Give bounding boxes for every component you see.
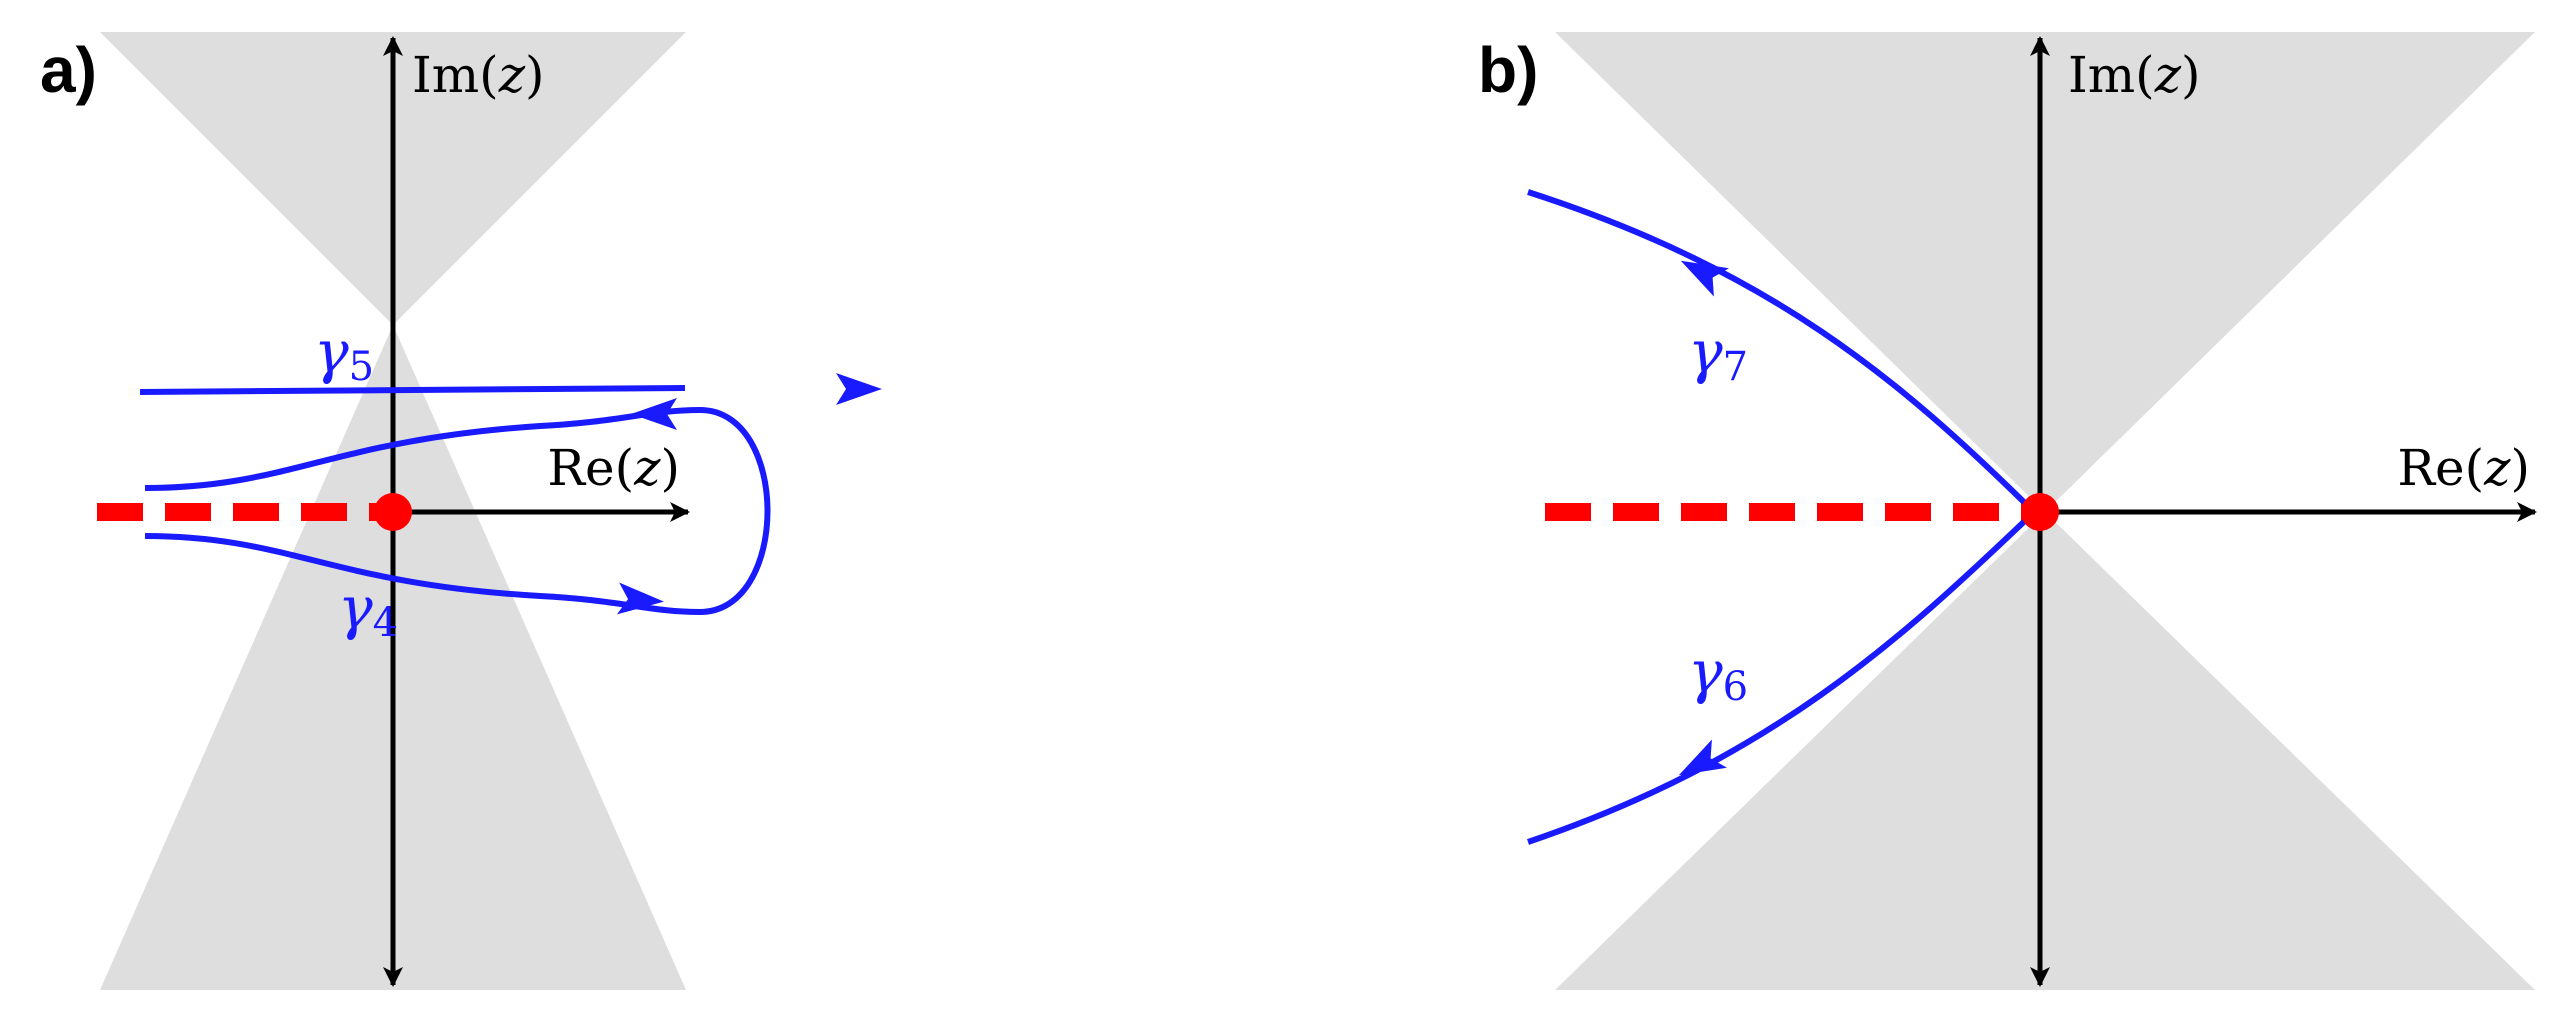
gamma-6-label: γ6: [1688, 638, 1748, 710]
contour-gamma-7: [1527, 189, 2033, 511]
real-axis-label: Re(z): [2397, 439, 2530, 497]
contour-arrowheads: [616, 260, 1729, 776]
panel-a-label: a): [40, 34, 97, 106]
panel-a: a) Re(z) Im(z) γ5 γ4: [40, 32, 771, 990]
gamma-4-path: [144, 406, 771, 616]
gamma-4-arrowhead-lower: [616, 582, 664, 615]
contour-gamma-4: [144, 406, 771, 616]
gamma-5-label: γ5: [314, 318, 374, 390]
real-axis-label: Re(z): [547, 439, 680, 497]
panel-b: b) Re(z) Im(z) γ7 γ6: [1478, 32, 2537, 990]
gamma-7-label: γ7: [1688, 318, 1748, 390]
panel-b-label: b): [1478, 34, 1538, 106]
gamma-4-arrowhead-upper: [631, 398, 677, 430]
branch-point: [374, 493, 412, 531]
contour-gamma-5: [139, 385, 686, 395]
branch-point: [2021, 493, 2059, 531]
gamma-4-label: γ4: [338, 574, 398, 646]
imaginary-axis-label: Im(z): [2068, 46, 2201, 104]
gamma-7-arrowhead: [1680, 260, 1729, 297]
gamma-6-arrowhead: [1678, 739, 1727, 776]
imaginary-axis-label: Im(z): [412, 46, 545, 104]
gamma-5-arrowhead: [836, 373, 882, 405]
contour-gamma-6: [1527, 513, 2033, 845]
